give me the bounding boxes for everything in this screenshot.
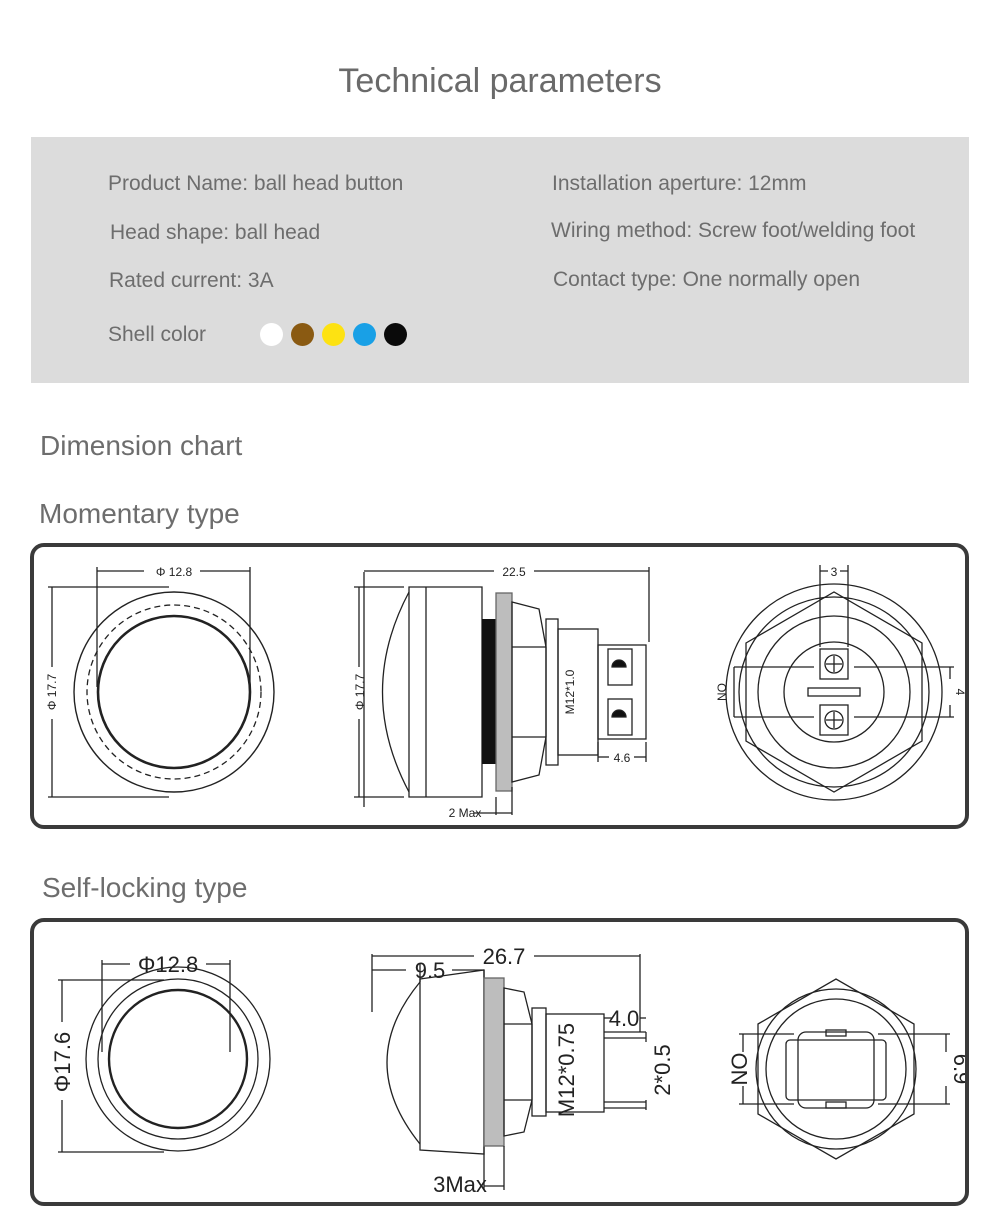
param-head-shape: Head shape: ball head bbox=[110, 221, 321, 244]
momentary-drawing-box: Φ 12.8 Φ 17.7 22.5 Φ 17.7 M12*1.0 bbox=[30, 543, 969, 829]
param-installation-aperture: Installation aperture: 12mm bbox=[552, 172, 807, 195]
momentary-side-height-label: Φ 17.7 bbox=[353, 674, 367, 711]
parameters-panel bbox=[31, 137, 969, 383]
self-locking-back-left-label: NO bbox=[727, 1053, 752, 1086]
self-locking-terminal-width-label: 2*0.5 bbox=[650, 1044, 675, 1095]
self-locking-drawing-box: Φ12.8 Φ17.6 26.7 9.5 4.0 2*0.5 bbox=[30, 918, 969, 1206]
param-product-name: Product Name: ball head button bbox=[108, 172, 404, 195]
momentary-side-view: 22.5 Φ 17.7 M12*1.0 4.6 2 Max bbox=[353, 565, 650, 820]
momentary-terminal-label: 4.6 bbox=[614, 751, 631, 765]
momentary-back-top-label: 3 bbox=[831, 565, 838, 579]
self-locking-front-height-label: Φ17.6 bbox=[50, 1032, 75, 1092]
shell-color-swatch bbox=[322, 323, 345, 346]
dimension-chart-heading: Dimension chart bbox=[40, 430, 243, 461]
self-locking-terminal-length-label: 4.0 bbox=[609, 1006, 640, 1031]
param-contact-type: Contact type: One normally open bbox=[553, 268, 861, 291]
self-locking-front-width-label: Φ12.8 bbox=[138, 952, 198, 977]
momentary-flange-label: 2 Max bbox=[449, 806, 482, 820]
momentary-thread-label: M12*1.0 bbox=[563, 669, 577, 714]
param-rated-current: Rated current: 3A bbox=[109, 269, 274, 292]
momentary-drawing: Φ 12.8 Φ 17.7 22.5 Φ 17.7 M12*1.0 bbox=[45, 565, 965, 820]
self-locking-back-view: NO 6.9 bbox=[727, 978, 965, 1160]
momentary-side-length-label: 22.5 bbox=[502, 565, 526, 579]
momentary-type-heading: Momentary type bbox=[39, 498, 240, 529]
self-locking-front-view: Φ12.8 Φ17.6 bbox=[50, 952, 271, 1153]
shell-color-swatch bbox=[260, 323, 283, 346]
momentary-front-height-label: Φ 17.7 bbox=[45, 674, 59, 711]
shell-color-swatches bbox=[260, 323, 407, 346]
self-locking-type-heading: Self-locking type bbox=[42, 872, 248, 903]
shell-color-swatch bbox=[384, 323, 407, 346]
page-title: Technical parameters bbox=[338, 62, 662, 100]
self-locking-cap-length-label: 9.5 bbox=[415, 958, 446, 983]
self-locking-flange-label: 3Max bbox=[433, 1172, 487, 1197]
momentary-back-view: 3 NO 4 bbox=[715, 565, 965, 801]
shell-color-swatch bbox=[291, 323, 314, 346]
self-locking-thread-label: M12*0.75 bbox=[554, 1023, 579, 1117]
self-locking-side-view: 26.7 9.5 4.0 2*0.5 M12*0.75 3Max bbox=[371, 944, 675, 1197]
param-wiring-method: Wiring method: Screw foot/welding foot bbox=[551, 219, 916, 242]
self-locking-side-length-label: 26.7 bbox=[483, 944, 526, 969]
self-locking-drawing: Φ12.8 Φ17.6 26.7 9.5 4.0 2*0.5 bbox=[50, 944, 965, 1197]
self-locking-back-right-label: 6.9 bbox=[949, 1054, 965, 1085]
momentary-front-view: Φ 12.8 Φ 17.7 bbox=[45, 565, 275, 798]
momentary-back-left-label: NO bbox=[715, 683, 729, 701]
momentary-front-width-label: Φ 12.8 bbox=[156, 565, 193, 579]
momentary-back-right-label: 4 bbox=[953, 689, 965, 696]
shell-color-swatch bbox=[353, 323, 376, 346]
param-shell-color-label: Shell color bbox=[108, 323, 207, 346]
